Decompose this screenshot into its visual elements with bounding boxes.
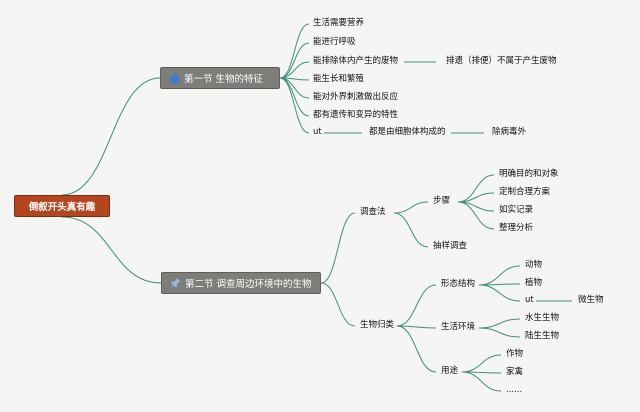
- link-root-section1: [61, 77, 161, 196]
- trait-heredity[interactable]: 都有遗传和变异的特性: [313, 110, 399, 120]
- link-habitat-2: [478, 327, 521, 338]
- link-trait-7: [279, 77, 310, 134]
- root-label: 倒叙开头真有趣: [28, 202, 96, 213]
- node-survey-method[interactable]: 调查法: [360, 207, 386, 217]
- link-section2-survey: [320, 212, 356, 284]
- node-usage[interactable]: 用途: [441, 366, 459, 376]
- link-morph-3: [478, 284, 521, 302]
- cls-microbe[interactable]: 微生物: [578, 295, 604, 305]
- trait-growth[interactable]: 能生长和繁殖: [313, 74, 365, 84]
- root-node[interactable]: 倒叙开头真有趣: [14, 195, 110, 217]
- link-usage-3: [461, 371, 502, 392]
- cls-plant[interactable]: 植物: [525, 278, 543, 288]
- pushpin-icon: [170, 277, 181, 289]
- link-habitat-1: [478, 318, 521, 329]
- trait-response[interactable]: 能对外界刺激做出反应: [313, 92, 399, 102]
- trait-virus-note[interactable]: 除病毒外: [492, 127, 527, 137]
- node-classification[interactable]: 生物归类: [360, 320, 395, 330]
- link-usage-1: [461, 354, 502, 373]
- cls-etc[interactable]: ......: [506, 385, 523, 395]
- node-morphology[interactable]: 形态结构: [441, 279, 476, 289]
- link-section2-classification: [320, 282, 356, 327]
- node-steps[interactable]: 步骤: [433, 196, 451, 206]
- topic-label: 第二节 调查周边环境中的生物: [185, 279, 312, 290]
- trait-respiration[interactable]: 能进行呼吸: [313, 37, 356, 47]
- trait-cell-note[interactable]: 都是由细胞体构成的: [369, 127, 446, 137]
- link-cls-habitat: [396, 325, 437, 329]
- node-sampling[interactable]: 抽样调查: [433, 241, 468, 251]
- cls-ut[interactable]: ut: [525, 295, 534, 305]
- topic-section-2[interactable]: 第二节 调查周边环境中的生物: [161, 272, 321, 294]
- link-cls-usage: [396, 325, 437, 373]
- link-root-section2: [61, 216, 162, 284]
- topic-section-1[interactable]: 第一节 生物的特征: [160, 67, 280, 89]
- trait-ut[interactable]: ut: [313, 127, 322, 137]
- step-4[interactable]: 整理分析: [499, 223, 534, 233]
- link-survey-steps: [393, 201, 429, 214]
- link-cls-morph: [396, 284, 437, 327]
- link-trait-2: [279, 42, 310, 79]
- link-survey-sampling: [393, 212, 429, 248]
- trait-nutrition[interactable]: 生活需要营养: [313, 18, 365, 28]
- link-step-4: [457, 201, 495, 230]
- cls-terrestrial[interactable]: 陆生生物: [525, 331, 560, 341]
- link-trait-5: [279, 77, 310, 99]
- link-trait-3: [279, 61, 310, 79]
- step-1[interactable]: 明确目的和对象: [499, 169, 559, 179]
- step-2[interactable]: 定制合理方案: [499, 187, 551, 197]
- node-habitat[interactable]: 生活环境: [441, 322, 476, 332]
- cls-animal[interactable]: 动物: [525, 260, 543, 270]
- cls-aquatic[interactable]: 水生生物: [525, 313, 560, 323]
- trait-excretion[interactable]: 能排除体内产生的废物: [313, 56, 399, 66]
- cls-poultry[interactable]: 家禽: [506, 367, 524, 377]
- topic-label: 第一节 生物的特征: [184, 74, 264, 85]
- trait-excretion-note[interactable]: 排遗（排便）不属于产生废物: [446, 56, 557, 66]
- cls-crop[interactable]: 作物: [506, 349, 524, 359]
- fire-icon: [169, 72, 180, 84]
- link-step-1: [457, 174, 495, 203]
- step-3[interactable]: 如实记录: [499, 205, 534, 215]
- link-morph-1: [478, 265, 521, 286]
